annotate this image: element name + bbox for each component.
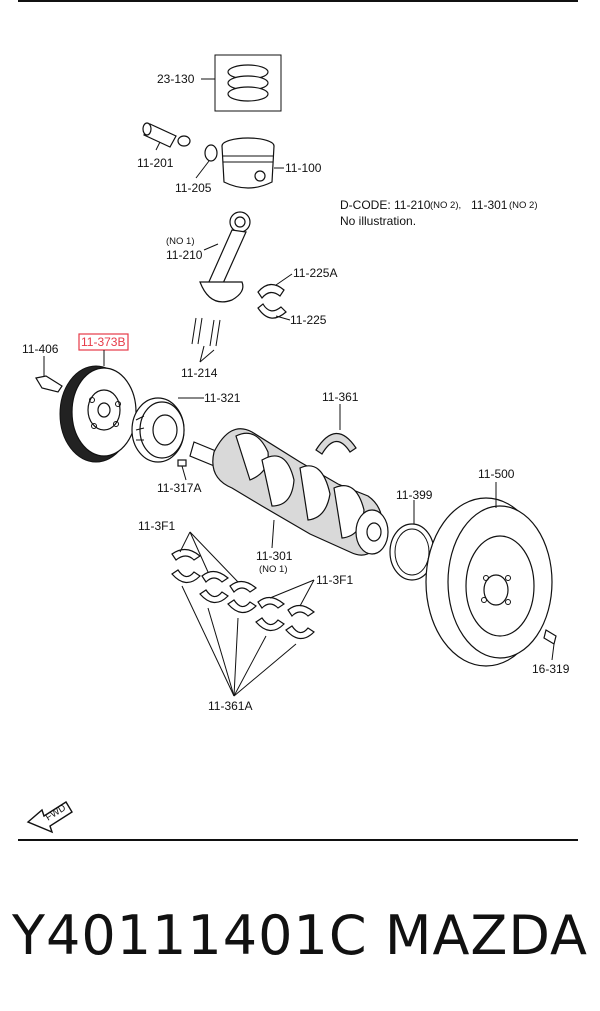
main-bearings [171, 531, 315, 697]
flywheel [425, 482, 553, 667]
label-rod-no: (NO 1) [166, 236, 195, 247]
label-pulley-highlight: 11-373B [81, 335, 125, 349]
rod-bearing-upper [257, 273, 293, 300]
label-flywheel-bolt: 16-319 [532, 662, 570, 676]
label-crankshaft-no: (NO 1) [259, 564, 288, 575]
label-oil-seal: 11-399 [396, 488, 433, 502]
label-main-bearing-b: 11-3F1 [316, 573, 353, 587]
piston [221, 137, 284, 189]
label-key: 11-317A [157, 481, 201, 495]
timing-pulley [131, 397, 204, 463]
snap-ring [195, 144, 218, 179]
label-rod-bearing-lower: 11-225 [290, 313, 327, 327]
rod-bearing-lower [257, 303, 291, 321]
label-pulley-bolt: 11-406 [22, 342, 59, 356]
label-flywheel: 11-500 [478, 467, 515, 481]
flywheel-bolt [543, 629, 557, 661]
crank-key [177, 459, 187, 481]
label-thrust-bearing: 11-361 [322, 390, 359, 404]
label-crankshaft: 11-301 [256, 549, 293, 563]
crankshaft [189, 428, 389, 556]
piston-ring-set [201, 54, 282, 112]
dcode-note: D-CODE: 11-210 (NO 2), 11-301 (NO 2) No … [340, 198, 538, 228]
dcode-no2a: (NO 2), [430, 200, 461, 211]
label-piston: 11-100 [285, 161, 322, 175]
label-main-bearing-lower: 11-361A [208, 699, 252, 713]
label-piston-ring: 23-130 [157, 72, 195, 86]
pulley-bolt [35, 356, 63, 393]
rod-bolts [191, 317, 221, 363]
crank-pulley [59, 365, 137, 463]
label-main-bearing-a: 11-3F1 [138, 519, 175, 533]
connecting-rod [199, 211, 251, 303]
dcode-no-illustration: No illustration. [340, 214, 416, 228]
footer: Y40111401C MAZDA [0, 895, 600, 975]
dcode-mid: 11-301 [471, 198, 508, 212]
brand-name: MAZDA [384, 903, 588, 967]
dcode-text: D-CODE: 11-210 [340, 198, 431, 212]
fwd-arrow-icon: FWD [26, 801, 73, 834]
label-rod: 11-210 [166, 248, 203, 262]
label-timing-pulley: 11-321 [204, 391, 241, 405]
part-number: Y40111401C [12, 903, 368, 967]
dcode-no2b: (NO 2) [509, 200, 538, 211]
thrust-bearing [315, 404, 357, 455]
label-piston-pin: 11-201 [137, 156, 174, 170]
label-rod-bearing-upper: 11-225A [293, 266, 337, 280]
label-snap-ring: 11-205 [175, 181, 212, 195]
label-rod-bolt: 11-214 [181, 366, 218, 380]
piston-pin [142, 122, 191, 151]
